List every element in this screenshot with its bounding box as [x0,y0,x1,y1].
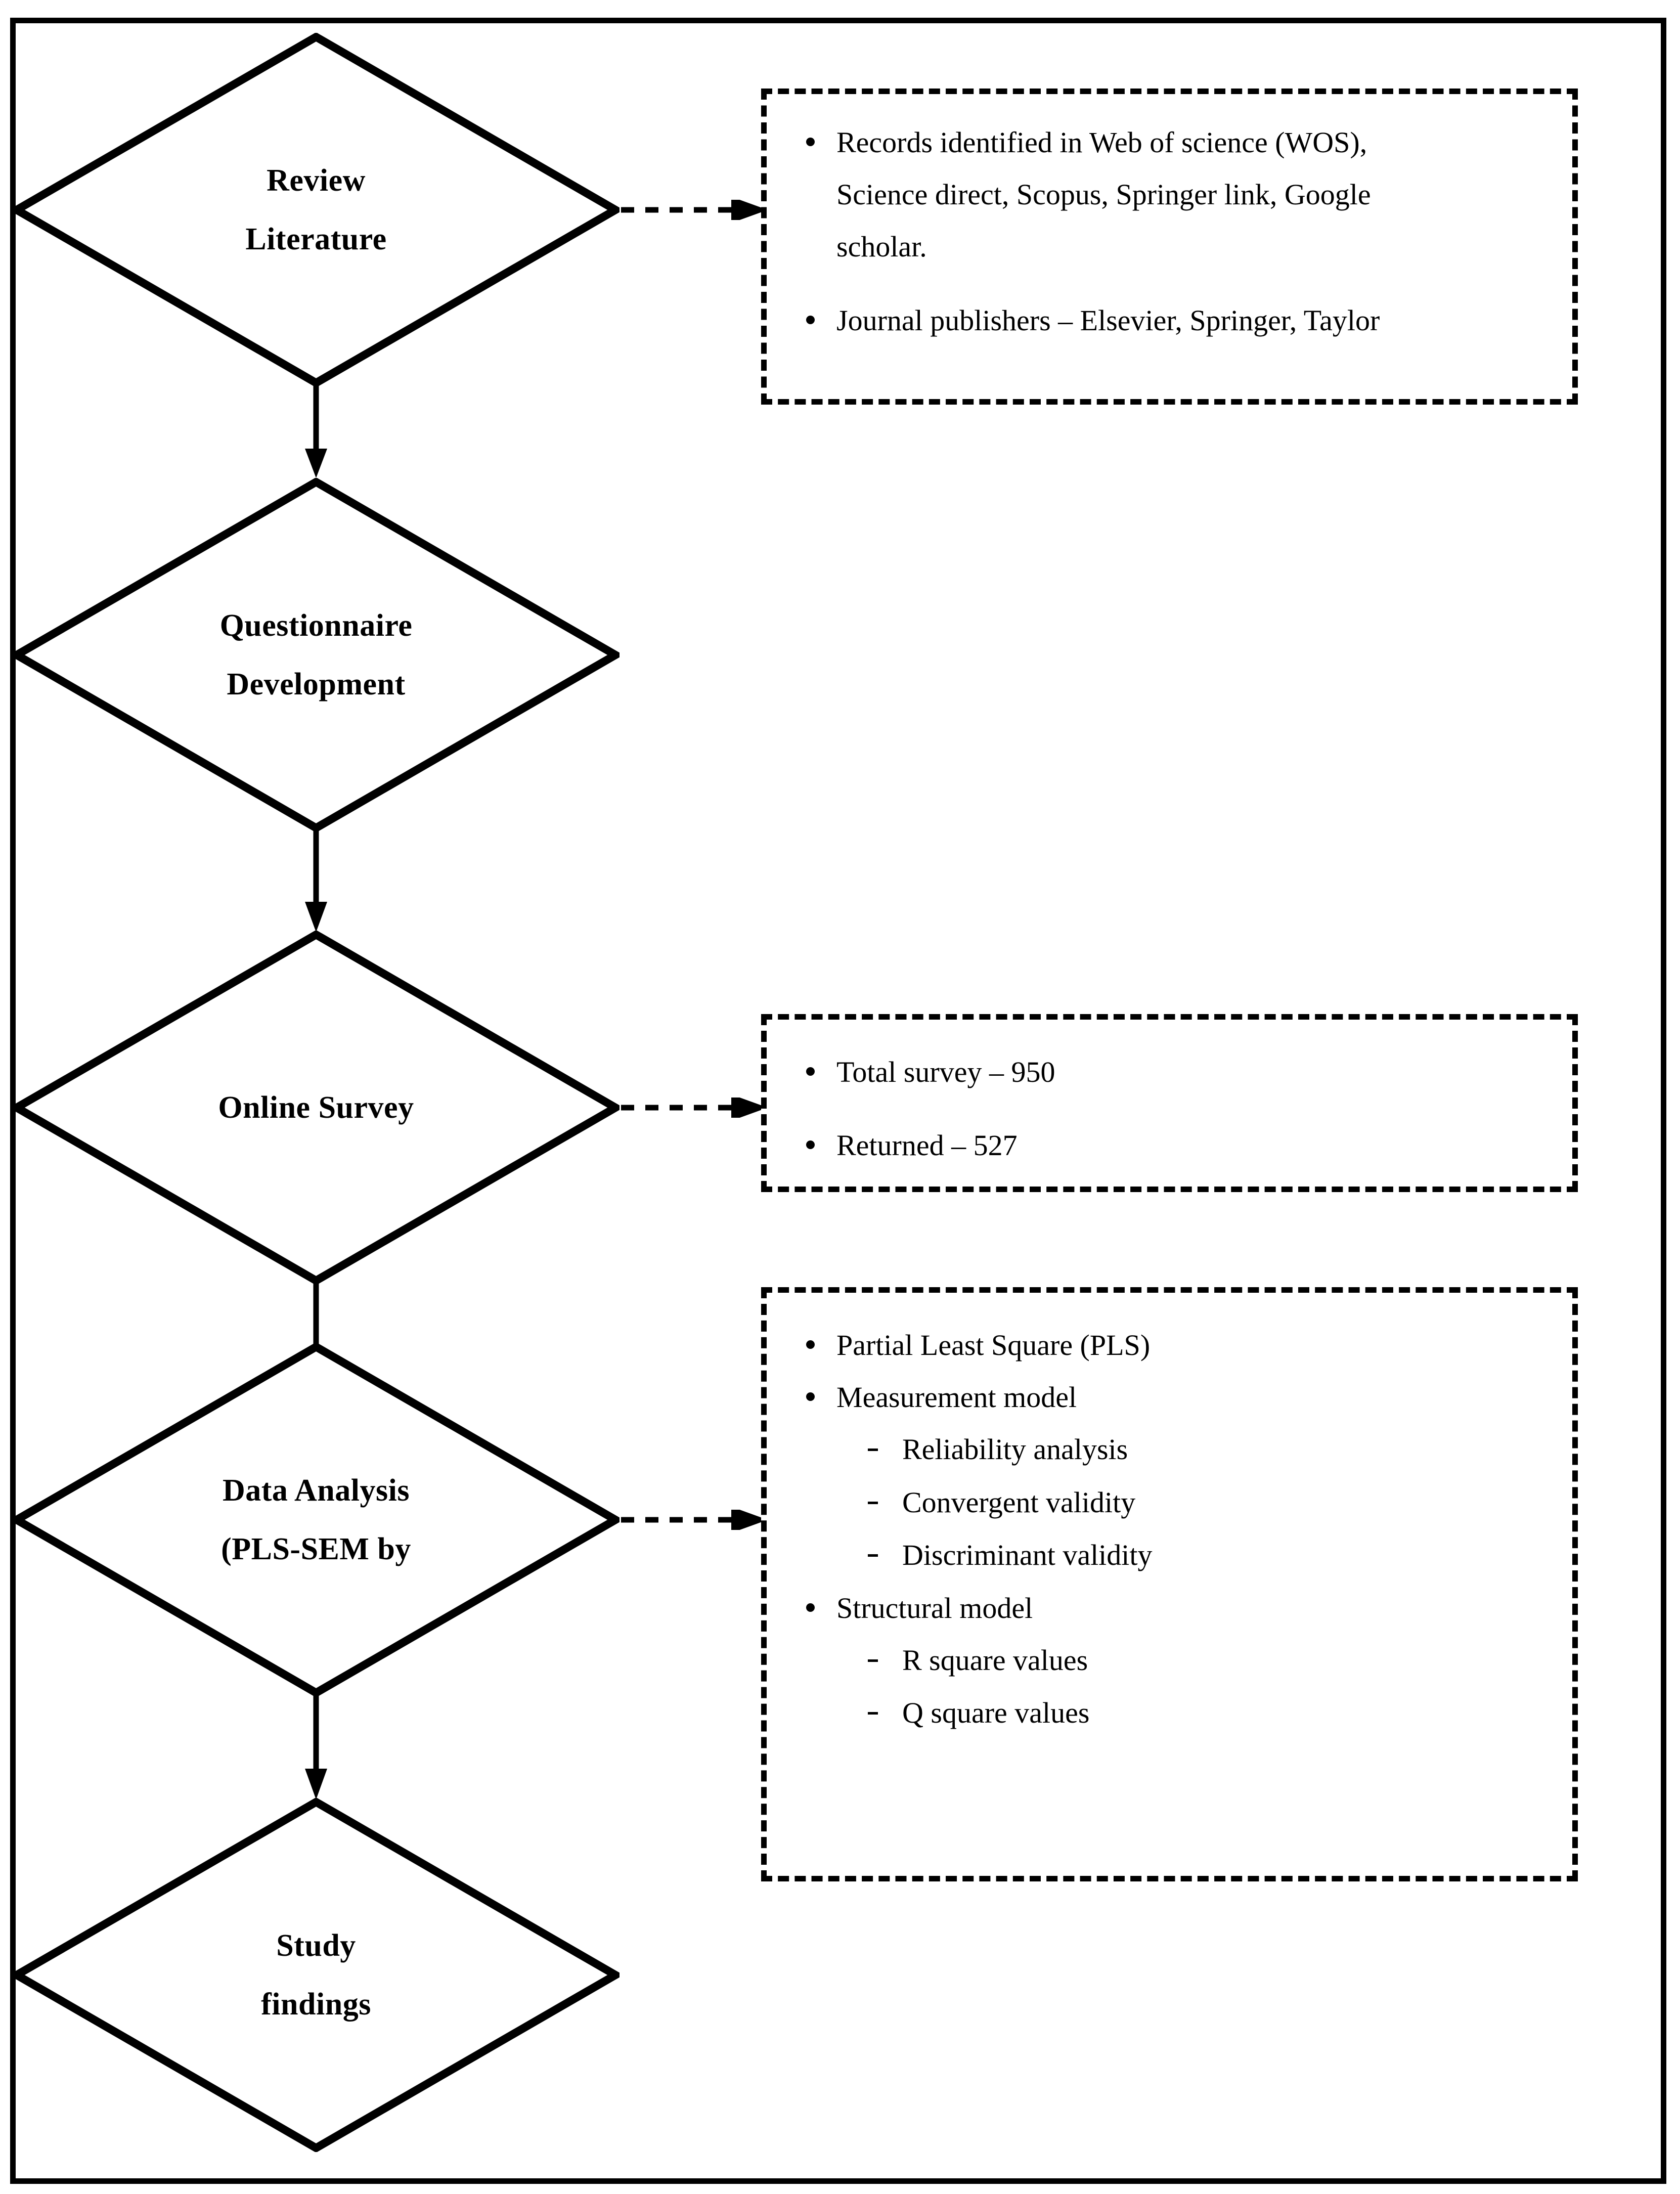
bullet-dot-icon [806,138,815,146]
note-subtext-line: Reliability analysis [902,1433,1128,1466]
connector-dashed-arrow-survey [621,1098,768,1118]
note-survey-bullet-list: Total survey – 950 Returned – 527 [797,1046,1555,1171]
bullet-dot-icon [806,1603,815,1612]
list-item: Journal publishers – Elsevier, Springer,… [797,294,1555,346]
note-box-survey: Total survey – 950 Returned – 527 [761,1014,1578,1192]
arrow-down-icon [305,831,327,932]
dash-marker-icon [868,1712,878,1715]
note-sources-bullet-list: Records identified in Web of science (WO… [797,116,1555,346]
list-item: Convergent validity [836,1476,1555,1529]
list-item: Partial Least Square (PLS) [797,1319,1555,1371]
note-subtext-line: Discriminant validity [902,1539,1153,1572]
note-subtext-line: Convergent validity [902,1485,1136,1519]
dash-marker-icon [868,1659,878,1662]
dash-marker-icon [868,1554,878,1557]
arrow-down-icon [305,386,327,478]
arrow-down-icon [305,1696,327,1800]
note-text-line: Science direct, Scopus, Springer link, G… [836,178,1371,211]
connector-dashed-arrow-analysis [621,1510,768,1530]
list-item: Measurement model Reliability analysis C… [797,1371,1555,1582]
list-item: Total survey – 950 [797,1046,1555,1098]
bullet-dot-icon [806,1140,815,1150]
note-text-line: Returned – 527 [836,1129,1018,1162]
note-analysis-sublist-measurement: Reliability analysis Convergent validity… [836,1423,1555,1582]
list-item: R square values [836,1634,1555,1687]
list-item: Records identified in Web of science (WO… [797,116,1555,273]
diamond-shape-icon [13,1343,620,1697]
connector-arrow-down-2 [305,831,327,932]
connector-arrow-down-1 [305,386,327,478]
list-item: Discriminant validity [836,1529,1555,1582]
arrow-right-dashed-icon [621,1510,768,1530]
arrow-right-dashed-icon [621,200,768,220]
arrow-right-dashed-icon [621,1098,768,1118]
note-text-line: scholar. [836,230,927,264]
connector-arrow-down-4 [305,1696,327,1800]
diamond-shape-icon [13,33,620,387]
note-box-survey-content: Total survey – 950 Returned – 527 [767,1020,1572,1194]
note-box-sources-content: Records identified in Web of science (WO… [767,94,1572,369]
bullet-dot-icon [806,315,815,324]
node-online-survey: Online Survey [13,931,620,1285]
note-box-sources: Records identified in Web of science (WO… [761,89,1578,405]
note-analysis-bullet-list: Partial Least Square (PLS) Measurement m… [797,1319,1555,1740]
note-text-line: Measurement model [836,1381,1077,1414]
bullet-dot-icon [806,1340,815,1349]
note-text-line: Partial Least Square (PLS) [836,1329,1151,1362]
note-text-line: Journal publishers – Elsevier, Springer,… [836,303,1380,337]
list-item: Q square values [836,1687,1555,1739]
dash-marker-icon [868,1449,878,1452]
note-analysis-sublist-structural: R square values Q square values [836,1634,1555,1740]
list-item: Reliability analysis [836,1423,1555,1476]
node-data-analysis: Data Analysis (PLS-SEM by [13,1343,620,1697]
outer-frame-border [10,18,1666,2184]
bullet-dot-icon [806,1392,815,1401]
note-box-analysis-content: Partial Least Square (PLS) Measurement m… [767,1293,1572,1762]
node-study-findings: Study findings [13,1798,620,2152]
note-text-line: Records identified in Web of science (WO… [836,126,1367,159]
note-box-analysis: Partial Least Square (PLS) Measurement m… [761,1287,1578,1881]
note-text-line: Total survey – 950 [836,1056,1055,1088]
node-questionnaire-development: Questionnaire Development [13,478,620,832]
connector-dashed-arrow-sources [621,200,768,220]
node-review-literature: Review Literature [13,33,620,387]
diamond-shape-icon [13,931,620,1285]
note-subtext-line: R square values [902,1643,1088,1677]
diamond-shape-icon [13,1798,620,2152]
list-item: Structural model R square values Q squar… [797,1582,1555,1740]
note-text-line: Structural model [836,1591,1033,1625]
diamond-shape-icon [13,478,620,832]
list-item: Returned – 527 [797,1119,1555,1171]
bullet-dot-icon [806,1067,815,1076]
dash-marker-icon [868,1501,878,1504]
note-subtext-line: Q square values [902,1696,1090,1730]
